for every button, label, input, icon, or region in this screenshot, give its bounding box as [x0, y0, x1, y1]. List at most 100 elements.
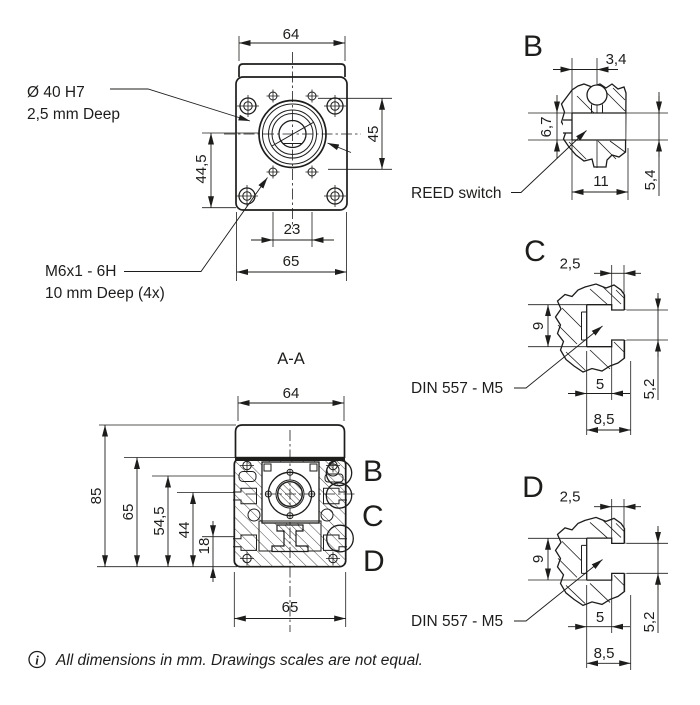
dim-b-width-value: 11: [593, 173, 609, 190]
dim-d-left-value: 9: [530, 555, 547, 563]
detail-c-title: C: [524, 235, 546, 268]
dim-b-left-value: 6,7: [538, 117, 555, 138]
section-cap: [234, 424, 346, 458]
callout-letter-b: B: [363, 455, 383, 488]
dim-top-width-value: 64: [283, 26, 300, 43]
dim-aa-44: 44: [176, 492, 196, 567]
dim-b-top-value: 3,4: [606, 51, 627, 68]
reed-bore-slot-link: [591, 104, 603, 113]
dim-c-top: 2,5: [560, 256, 641, 277]
dim-d-left: 9: [530, 538, 551, 580]
bore-leader-arrow2: [327, 142, 352, 153]
dim-d-top: 2,5: [560, 489, 641, 510]
dim-c-left-value: 9: [530, 322, 547, 330]
din-callout-d: DIN 557 - M5: [411, 559, 603, 630]
seal-circle-left: [247, 508, 261, 522]
dim-aa-top-value: 64: [283, 385, 300, 402]
callout-circle-c: [325, 482, 353, 509]
din-leader-d: [514, 559, 603, 622]
seal-circle-right: [320, 508, 334, 522]
dim-hole-spacing: 23: [251, 212, 334, 247]
dim-c-right-value: 5,2: [641, 379, 658, 400]
dim-aa-54-value: 54,5: [151, 506, 168, 535]
dim-aa-bottom-value: 65: [282, 599, 299, 616]
detail-d-title: D: [522, 471, 544, 504]
dim-right-height-value: 45: [365, 126, 382, 143]
info-icon-glyph: i: [35, 653, 39, 668]
dim-left-height-value: 44,5: [193, 154, 210, 183]
callout-circle-d: [326, 524, 354, 553]
dim-d-inner-value: 5: [596, 609, 604, 626]
din-label-d: DIN 557 - M5: [411, 613, 503, 630]
dim-aa-18: 18: [196, 521, 216, 582]
dim-c-top-value: 2,5: [560, 256, 581, 273]
dim-c-inner-value: 5: [596, 376, 604, 393]
reed-slot-left: [238, 471, 257, 482]
detail-d-figure: [554, 516, 628, 607]
detail-c: C 2,5 9 5 8,5 5,2: [411, 235, 668, 435]
footnote-text: All dimensions in mm. Drawings scales ar…: [55, 652, 423, 669]
dim-aa-bottom-width: 65: [233, 572, 347, 627]
din-label-c: DIN 557 - M5: [411, 380, 503, 397]
detail-b-hatch: [568, 87, 626, 160]
dim-bottom-width: 65: [236, 212, 347, 281]
callout-circle-b: [325, 459, 353, 487]
dim-b-right: 5,4: [642, 92, 662, 196]
dim-b-width: 11: [572, 173, 628, 195]
dim-c-bottom: 8,5: [586, 411, 631, 433]
section-view: A-A: [88, 350, 385, 632]
dim-left-height: 44,5: [193, 132, 259, 209]
dim-right-height: 45: [318, 97, 392, 170]
din-leader-c: [514, 325, 603, 389]
dim-d-bottom: 8,5: [586, 645, 631, 667]
dim-c-inner: 5: [568, 376, 630, 397]
reed-switch-callout: REED switch: [411, 130, 587, 202]
t-slot-left-c: [233, 487, 257, 505]
dim-d-right-value: 5,2: [641, 612, 658, 633]
flange-notch-right: [309, 463, 318, 472]
dim-c-bottom-value: 8,5: [594, 411, 615, 428]
dim-aa-65-left: 65: [120, 457, 140, 567]
dim-b-top: 3,4: [553, 51, 627, 73]
bore-callout: Ø 40 H7 2,5 mm Deep: [27, 84, 352, 153]
t-slot-left-d: [233, 534, 257, 551]
flange-notch-left: [263, 463, 272, 472]
dim-aa-65-left-value: 65: [120, 504, 137, 521]
detail-c-figure: [554, 283, 628, 373]
dim-aa-85-value: 85: [88, 488, 105, 505]
callout-letter-c: C: [362, 500, 384, 533]
bore-leader-line: [110, 88, 251, 122]
dim-aa-18-value: 18: [196, 538, 213, 555]
dim-aa-85: 85: [88, 425, 108, 567]
dim-d-bottom-value: 8,5: [594, 645, 615, 662]
footnote: i All dimensions in mm. Drawings scales …: [28, 650, 423, 669]
callout-letter-d: D: [363, 545, 385, 578]
dim-d-inner: 5: [568, 609, 630, 630]
detail-b: B 3,4 6,7 11: [411, 30, 668, 202]
thread-holes: [266, 89, 319, 179]
detail-callout-circles: B C D: [325, 455, 385, 578]
center-boss: [258, 99, 327, 169]
dim-aa-54: 54,5: [151, 476, 171, 567]
din-callout-c: DIN 557 - M5: [411, 325, 603, 397]
dim-c-left: 9: [530, 304, 551, 347]
t-slot-right-c: [323, 487, 347, 505]
dim-top-width: 64: [238, 26, 346, 61]
reed-slot-right: [324, 473, 344, 483]
thread-label-line1: M6x1 - 6H: [45, 263, 117, 280]
t-slot-right-d: [323, 534, 347, 551]
dim-aa-44-value: 44: [176, 522, 193, 539]
left-sensor-slots: [233, 471, 257, 551]
front-view: 64 45 44,5 23 65 Ø 40 H7 2,5 mm Deep: [27, 26, 392, 302]
bore-detail-line: [271, 121, 315, 147]
reed-bore-circle: [586, 84, 608, 106]
dim-b-right-value: 5,4: [642, 170, 659, 191]
bore-label-line1: Ø 40 H7: [27, 84, 85, 101]
dim-c-right: 5,2: [641, 293, 661, 400]
reed-switch-label: REED switch: [411, 185, 501, 202]
detail-b-title: B: [523, 30, 543, 63]
thread-label-line2: 10 mm Deep (4x): [45, 285, 165, 302]
info-icon: [28, 650, 46, 669]
reed-switch-leader: [511, 130, 587, 193]
